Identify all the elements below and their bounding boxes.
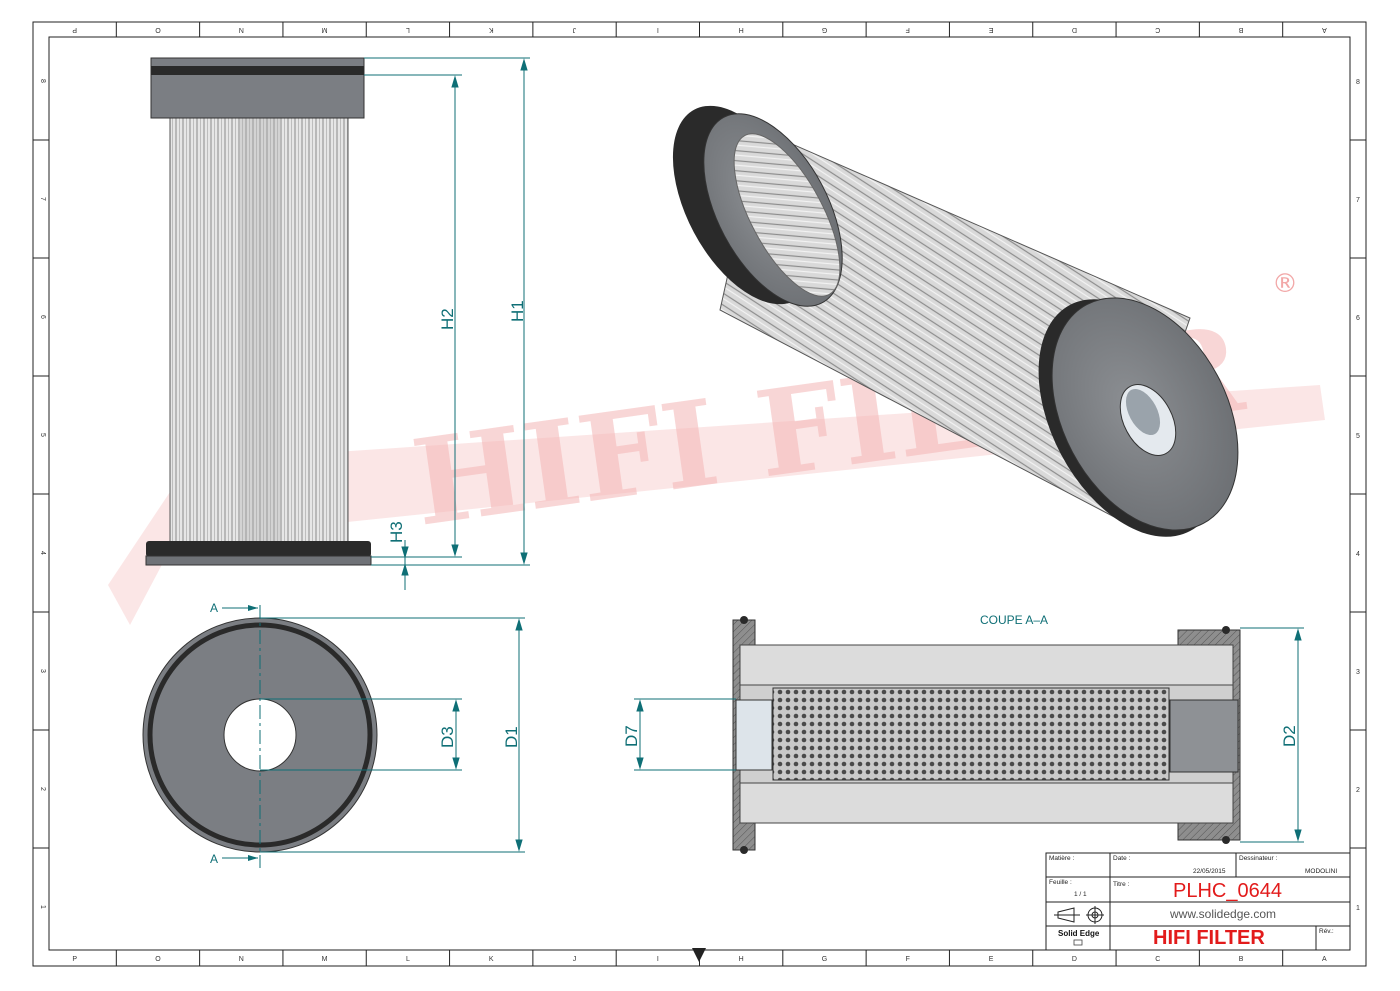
dim-d7: D7 <box>622 725 641 747</box>
zone-label-top-F: F <box>906 26 910 33</box>
zone-label-left-2: 2 <box>39 787 46 791</box>
dim-h1: H1 <box>508 300 527 322</box>
zone-label-left-1: 1 <box>39 905 46 909</box>
zone-label-right-4: 4 <box>1356 551 1360 558</box>
zone-label-right-5: 5 <box>1356 433 1360 440</box>
zone-label-top-E: E <box>988 26 993 33</box>
zone-label-bottom-F: F <box>906 956 910 963</box>
bottom-seal-ring <box>146 541 371 557</box>
front-dimensions <box>364 57 530 590</box>
zone-label-bottom-C: C <box>1155 956 1160 963</box>
zone-label-left-7: 7 <box>39 197 46 201</box>
dim-d1: D1 <box>502 726 521 748</box>
tb-date-label: Date : <box>1113 855 1131 862</box>
zone-label-bottom-O: O <box>155 956 161 963</box>
zone-label-left-8: 8 <box>39 79 46 83</box>
zone-label-right-6: 6 <box>1356 315 1360 322</box>
top-seal-ring <box>151 66 364 75</box>
zone-label-top-B: B <box>1238 26 1243 33</box>
section-outlet-bore <box>1169 699 1239 773</box>
zone-label-top-G: G <box>822 26 827 33</box>
tb-website: www.solidedge.com <box>1169 907 1276 921</box>
title-block <box>1045 852 1351 951</box>
zone-label-left-3: 3 <box>39 669 46 673</box>
zone-label-top-C: C <box>1155 26 1160 33</box>
registered-mark: ® <box>1272 269 1298 299</box>
zone-label-bottom-G: G <box>822 956 827 963</box>
zone-label-bottom-J: J <box>573 956 577 963</box>
zone-label-top-M: M <box>322 26 328 33</box>
zone-label-left-5: 5 <box>39 433 46 437</box>
zone-label-right-2: 2 <box>1356 787 1360 794</box>
tb-rev-label: Rév.: <box>1319 928 1334 935</box>
section-view <box>732 616 1241 854</box>
dim-d2: D2 <box>1280 725 1299 747</box>
isometric-view <box>672 105 1239 537</box>
zone-label-bottom-H: H <box>739 956 744 963</box>
bottom-end-cap <box>145 555 372 566</box>
tb-date-value: 22/05/2015 <box>1193 868 1226 875</box>
section-dimensions <box>634 627 1304 843</box>
end-view <box>142 605 378 868</box>
section-inlet-bore <box>735 699 773 771</box>
zone-label-bottom-A: A <box>1322 956 1327 963</box>
dim-h3: H3 <box>387 521 406 543</box>
section-title: COUPE A–A <box>980 613 1048 627</box>
zone-label-right-3: 3 <box>1356 669 1360 676</box>
tb-matiere-label: Matière : <box>1049 855 1074 862</box>
zone-label-bottom-D: D <box>1072 956 1077 963</box>
dim-d3: D3 <box>438 726 457 748</box>
tb-feuille-label: Feuille : <box>1049 879 1072 886</box>
zone-label-bottom-P: P <box>72 956 77 963</box>
zone-label-left-4: 4 <box>39 551 46 555</box>
zone-label-right-1: 1 <box>1356 905 1360 912</box>
zone-label-top-A: A <box>1322 26 1327 33</box>
projection-symbol-icon <box>1054 906 1104 924</box>
zone-labels: P P O O N N M M L L K K J J I I H H G G F F E E D D C C B B A A 8 8 7 7 6 6 5 5… <box>39 26 1360 963</box>
zone-label-top-L: L <box>406 26 410 33</box>
tb-titre-label: Titre : <box>1113 881 1130 888</box>
zone-label-top-D: D <box>1072 26 1077 33</box>
zone-label-top-I: I <box>657 26 659 33</box>
section-core-mesh <box>772 687 1170 781</box>
tb-software: Solid Edge <box>1058 929 1100 938</box>
dim-h2: H2 <box>438 308 457 330</box>
zone-label-bottom-B: B <box>1239 956 1244 963</box>
zone-label-bottom-M: M <box>322 956 328 963</box>
zone-label-top-O: O <box>155 26 161 33</box>
zone-label-left-6: 6 <box>39 315 46 319</box>
section-marker-top: A <box>210 601 218 615</box>
zone-label-top-K: K <box>489 26 494 33</box>
zone-label-top-J: J <box>573 26 577 33</box>
zone-label-right-8: 8 <box>1356 79 1360 86</box>
tb-feuille-value: 1 / 1 <box>1074 891 1087 898</box>
zone-label-bottom-E: E <box>989 956 994 963</box>
section-lower-wall <box>739 782 1234 824</box>
zone-label-bottom-N: N <box>239 956 244 963</box>
tb-brand: HIFI FILTER <box>1153 927 1265 949</box>
tb-dessinateur-label: Dessinateur : <box>1239 855 1277 862</box>
zone-label-bottom-L: L <box>406 956 410 963</box>
zone-label-top-P: P <box>72 26 77 33</box>
front-view <box>145 57 372 566</box>
end-dimensions <box>260 617 525 853</box>
zone-label-top-N: N <box>239 26 244 33</box>
zone-ticks <box>33 22 1366 966</box>
tb-drawing-title: PLHC_0644 <box>1173 880 1282 902</box>
zone-label-top-H: H <box>739 26 744 33</box>
zone-label-bottom-K: K <box>489 956 494 963</box>
tb-dessinateur-value: MODOLINI <box>1305 868 1337 875</box>
section-marker-bottom: A <box>210 852 218 866</box>
zone-label-bottom-I: I <box>657 956 659 963</box>
software-logo-icon <box>1073 939 1083 946</box>
center-marker-icon <box>692 948 706 962</box>
zone-label-right-7: 7 <box>1356 197 1360 204</box>
section-upper-wall <box>739 644 1234 686</box>
